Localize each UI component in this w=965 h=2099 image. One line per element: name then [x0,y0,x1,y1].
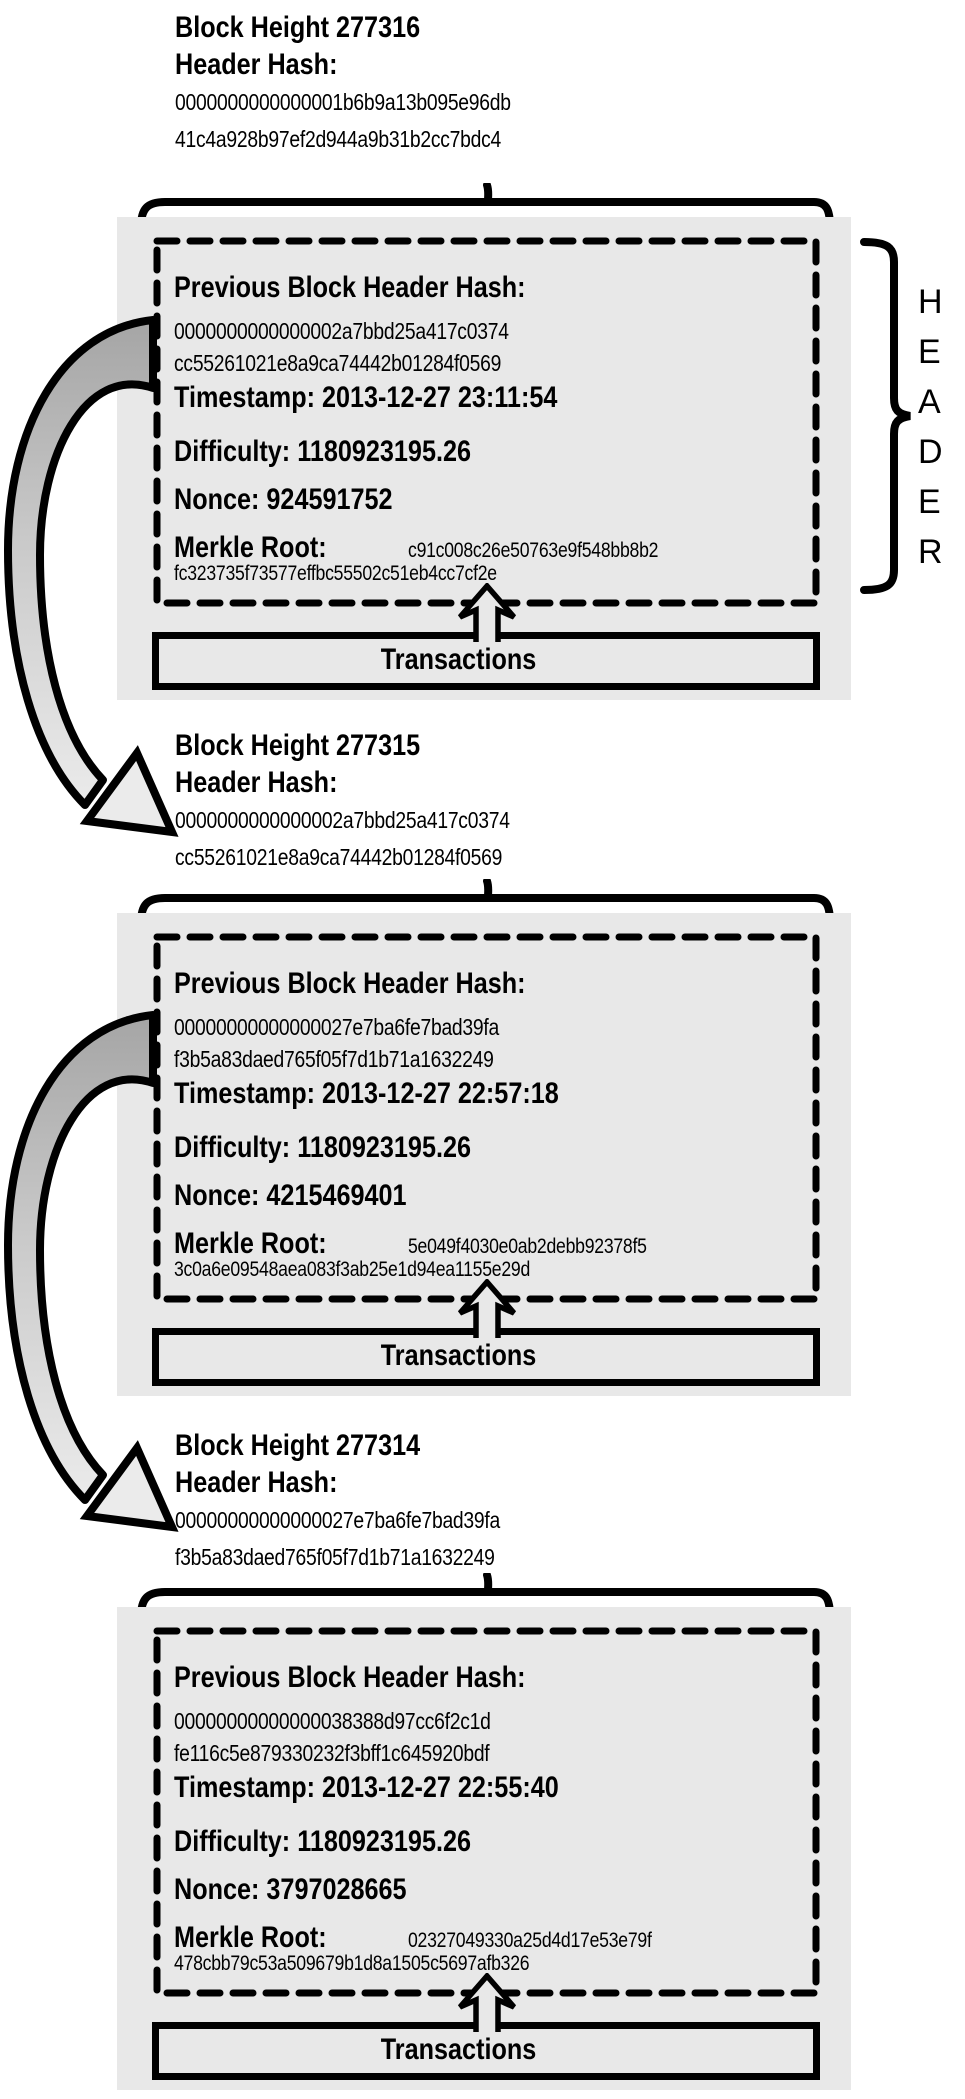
header-brace [860,238,911,594]
transactions-label: Transactions [380,643,537,676]
header-brace-letter: A [918,383,941,421]
timestamp-field: Timestamp: 2013-12-27 22:57:18 [174,1077,559,1110]
header-hash-line2: cc55261021e8a9ca74442b01284f0569 [175,844,503,870]
timestamp-field: Timestamp: 2013-12-27 23:11:54 [174,381,558,414]
prev-hash-line2: cc55261021e8a9ca74442b01284f0569 [174,350,502,376]
difficulty-field: Difficulty: 1180923195.26 [174,1825,471,1858]
header-brace-letter: D [918,433,943,471]
merkle-root-line1: 02327049330a25d4d17e53e79f [408,1929,652,1952]
transactions-label: Transactions [380,2033,537,2066]
prev-hash-link-arrow-icon [4,1011,179,1532]
top-brace [137,879,834,925]
prev-hash-line1: 00000000000000027e7ba6fe7bad39fa [174,1014,500,1040]
prev-hash-label: Previous Block Header Hash: [174,967,526,1000]
prev-hash-line1: 0000000000000002a7bbd25a417c0374 [174,318,509,344]
block-height-caption: Block Height 277314 [175,1429,421,1462]
header-hash-caption-label: Header Hash: [175,1466,338,1499]
merkle-root-line1: 5e049f4030e0ab2debb92378f5 [408,1235,647,1258]
block-height-caption: Block Height 277315 [175,729,421,762]
nonce-field: Nonce: 924591752 [174,483,393,516]
prev-hash-line2: fe116c5e879330232f3bff1c645920bdf [174,1740,490,1766]
header-hash-line2: f3b5a83daed765f05f7d1b71a1632249 [175,1544,495,1570]
prev-hash-link-arrow-icon [4,316,179,837]
prev-hash-label: Previous Block Header Hash: [174,271,526,304]
merkle-root-label: Merkle Root: [174,1227,327,1260]
header-brace-letter: E [918,333,941,371]
merkle-root-line1: c91c008c26e50763e9f548bb8b2 [408,539,659,562]
transactions-to-header-arrow-icon [457,583,517,642]
block-height-caption: Block Height 277316 [175,11,421,44]
difficulty-field: Difficulty: 1180923195.26 [174,435,471,468]
transactions-to-header-arrow-icon [457,1279,517,1338]
transactions-to-header-arrow-icon [457,1973,517,2032]
merkle-root-label: Merkle Root: [174,531,327,564]
prev-hash-line2: f3b5a83daed765f05f7d1b71a1632249 [174,1046,494,1072]
header-hash-line1: 0000000000000002a7bbd25a417c0374 [175,807,510,833]
header-hash-caption-label: Header Hash: [175,766,338,799]
nonce-field: Nonce: 4215469401 [174,1179,407,1212]
header-hash-line1: 00000000000000027e7ba6fe7bad39fa [175,1507,501,1533]
nonce-field: Nonce: 3797028665 [174,1873,407,1906]
merkle-root-line2: 478cbb79c53a509679b1d8a1505c5697afb326 [174,1952,530,1975]
merkle-root-line2: fc323735f73577effbc55502c51eb4cc7cf2e [174,562,497,585]
header-brace-letter: H [918,283,943,321]
merkle-root-line2: 3c0a6e09548aea083f3ab25e1d94ea1155e29d [174,1258,531,1281]
merkle-root-label: Merkle Root: [174,1921,327,1954]
header-hash-caption-label: Header Hash: [175,48,338,81]
header-brace-letter: E [918,483,941,521]
prev-hash-line1: 00000000000000038388d97cc6f2c1d [174,1708,491,1734]
header-hash-line2: 41c4a928b97ef2d944a9b31b2cc7bdc4 [175,126,502,152]
top-brace [137,1573,834,1619]
top-brace [137,183,834,229]
header-hash-line1: 0000000000000001b6b9a13b095e96db [175,89,511,115]
transactions-label: Transactions [380,1339,537,1372]
timestamp-field: Timestamp: 2013-12-27 22:55:40 [174,1771,559,1804]
difficulty-field: Difficulty: 1180923195.26 [174,1131,471,1164]
header-brace-letter: R [918,533,943,571]
prev-hash-label: Previous Block Header Hash: [174,1661,526,1694]
